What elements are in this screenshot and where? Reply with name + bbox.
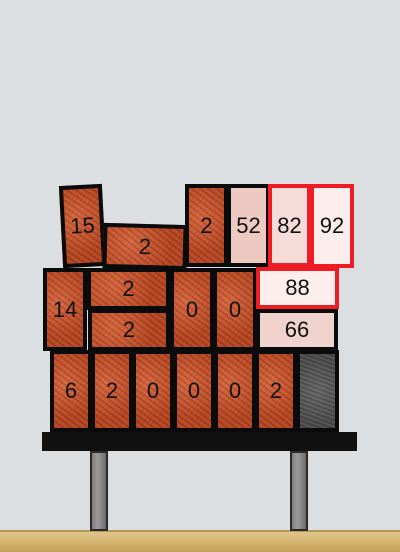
table-leg-left	[90, 451, 108, 531]
brick-0-bottom-a[interactable]: 0	[132, 350, 174, 432]
brick-66[interactable]: 66	[256, 309, 338, 351]
brick-2-mid-upper[interactable]: 2	[87, 268, 170, 310]
brick-2-bottom-a[interactable]: 2	[91, 350, 133, 432]
brick-82[interactable]: 82	[268, 184, 311, 267]
brick-0-bottom-b[interactable]: 0	[173, 350, 215, 432]
brick-0-mid-a[interactable]: 0	[170, 268, 214, 351]
brick-0-bottom-c[interactable]: 0	[214, 350, 256, 432]
stone-block[interactable]	[296, 350, 339, 432]
brick-0-mid-b[interactable]: 0	[213, 268, 257, 351]
brick-15[interactable]: 15	[58, 183, 107, 269]
brick-14[interactable]: 14	[43, 268, 87, 351]
brick-2-top-wide[interactable]: 2	[102, 222, 188, 271]
brick-92[interactable]: 92	[310, 184, 354, 268]
brick-52[interactable]: 52	[227, 184, 270, 267]
brick-2-top-tall[interactable]: 2	[185, 184, 228, 267]
brick-2-bottom-b[interactable]: 2	[255, 350, 297, 432]
brick-2-mid-lower[interactable]: 2	[88, 309, 170, 351]
table-leg-right	[290, 451, 308, 531]
brick-88[interactable]: 88	[256, 267, 339, 309]
table-top	[42, 432, 357, 451]
wooden-floor	[0, 530, 400, 552]
brick-6[interactable]: 6	[50, 350, 92, 432]
